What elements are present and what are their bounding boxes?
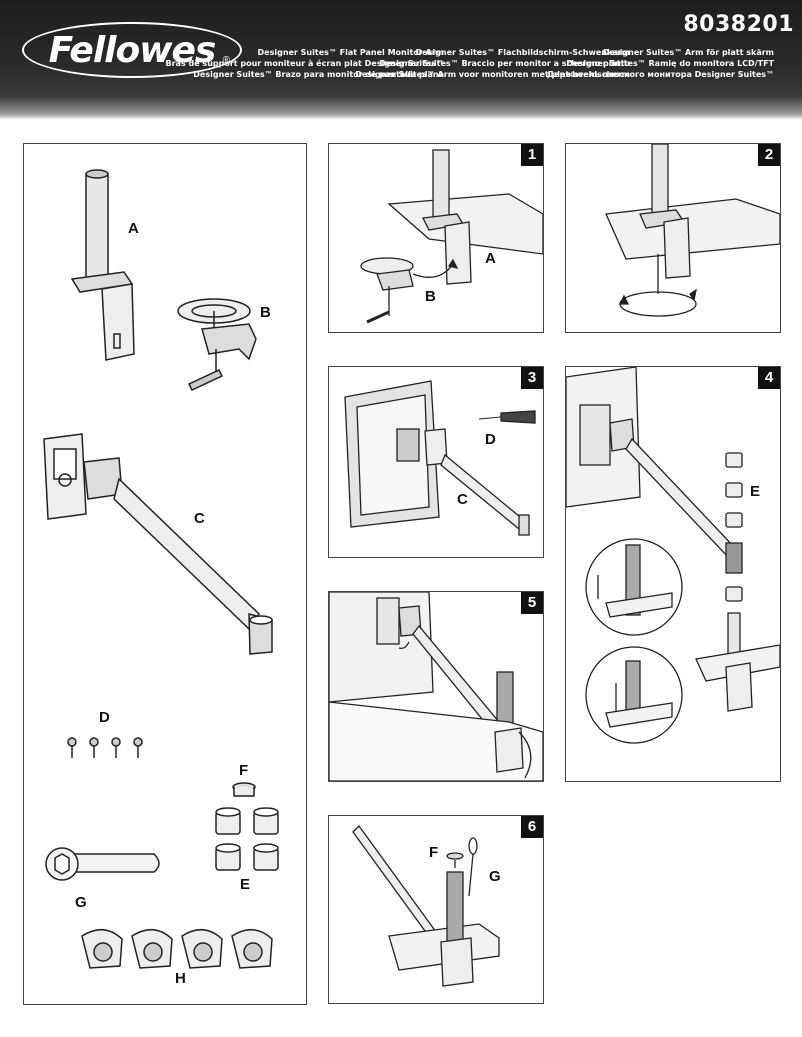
step-2-number: 2	[758, 144, 780, 166]
fellowes-logo: Fellowes ®	[22, 22, 242, 78]
step-3-label-c: C	[457, 491, 468, 508]
step-5-number: 5	[521, 592, 543, 614]
part-a-pole	[70, 169, 135, 361]
step-2-illustration	[605, 144, 780, 317]
step-5-illustration	[329, 592, 543, 781]
part-b-clamp	[177, 298, 257, 391]
step-5-panel: 5	[328, 591, 544, 782]
title-column-1: Designer Suites™ Flat Panel Monitor Arm …	[166, 47, 445, 80]
part-f-cap	[232, 782, 256, 797]
step-6-illustration	[352, 825, 500, 987]
part-label-b: B	[260, 304, 271, 321]
step-4-illustration	[566, 367, 780, 744]
model-number: 8038201	[683, 12, 794, 37]
part-label-h: H	[175, 970, 186, 987]
step-3-panel: 3 D C	[328, 366, 544, 558]
step-3-illustration	[344, 380, 536, 536]
step-4-label-e: E	[750, 483, 761, 500]
part-h-clips	[81, 929, 273, 969]
title-line: Designer Suites™ Arm för platt skärm	[602, 48, 774, 57]
part-label-f: F	[239, 762, 249, 779]
part-label-g: G	[75, 894, 87, 911]
step-6-label-f: F	[429, 844, 439, 861]
part-label-a: A	[128, 220, 139, 237]
step-4-panel: 4 E	[565, 366, 781, 782]
part-d-screws	[67, 737, 143, 758]
parts-illustration	[43, 169, 279, 969]
title-line: Designer Suites™ Arm voor monitoren met …	[355, 70, 630, 79]
part-g-wrench	[45, 847, 160, 881]
part-e-spacers	[215, 807, 279, 871]
part-label-d: D	[99, 709, 110, 726]
step-6-panel: 6 F G	[328, 815, 544, 1004]
step-1-panel: 1 A B	[328, 143, 544, 333]
title-column-2: Designer Suites™ Flachbildschirm-Schwenk…	[355, 47, 630, 80]
step-3-label-d: D	[485, 431, 496, 448]
title-line: Bras de support pour moniteur à écran pl…	[165, 59, 445, 68]
part-c-arm	[43, 433, 273, 655]
brand-name: Fellowes	[48, 29, 217, 71]
step-1-illustration	[360, 149, 543, 324]
title-column-3: Designer Suites™ Arm för platt skärm Des…	[547, 47, 774, 80]
step-1-number: 1	[521, 144, 543, 166]
header-banner: Fellowes ® 8038201 Designer Suites™ Flat…	[0, 0, 802, 120]
step-6-number: 6	[521, 816, 543, 838]
step-3-number: 3	[521, 367, 543, 389]
step-2-panel: 2	[565, 143, 781, 333]
title-line: Designer Suites™ Ramię do monitora LCD/T…	[566, 59, 774, 68]
part-label-e: E	[240, 876, 251, 893]
title-line: Designer Suites™ Flachbildschirm-Schwenk…	[415, 48, 630, 57]
step-1-label-b: B	[425, 288, 436, 305]
title-line: Designer Suites™ Braccio per monitor a s…	[379, 59, 630, 68]
part-label-c: C	[194, 510, 205, 527]
registered-mark: ®	[222, 55, 230, 66]
step-4-number: 4	[758, 367, 780, 389]
parts-panel: A B C D F E G H	[23, 143, 307, 1005]
step-1-label-a: A	[485, 250, 496, 267]
title-line: Designer Suites™ Flat Panel Monitor Arm	[257, 48, 444, 57]
title-line: Designer Suites™ Brazo para monitor de p…	[193, 70, 444, 79]
title-line: Держатель плоского монитора Designer Sui…	[547, 70, 774, 79]
step-6-label-g: G	[489, 868, 501, 885]
